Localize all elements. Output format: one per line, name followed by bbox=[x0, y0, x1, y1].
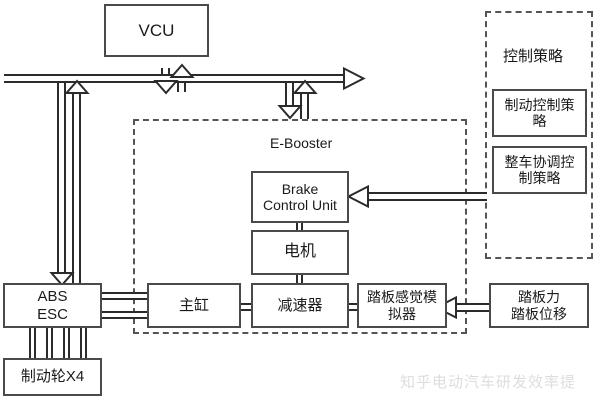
pedal-force-to-simulator-line bbox=[450, 303, 490, 312]
ebooster-group-boundary bbox=[133, 119, 467, 334]
brake-control-strategy-box[interactable]: 制动控制策 略 bbox=[492, 89, 587, 137]
master-cylinder-box[interactable]: 主缸 bbox=[147, 283, 241, 328]
abs-esc-label: ABS ESC bbox=[37, 288, 68, 323]
vehicle-coordination-strategy-label: 整车协调控 制策略 bbox=[504, 153, 575, 186]
pedal-force-travel-box[interactable]: 踏板力 踏板位移 bbox=[489, 283, 589, 328]
reducer-box[interactable]: 减速器 bbox=[251, 283, 349, 328]
master-cylinder-to-abs-line-lower bbox=[101, 311, 159, 319]
pedal-feel-simulator-box[interactable]: 踏板感觉模 拟器 bbox=[357, 283, 447, 328]
master-cylinder-label: 主缸 bbox=[178, 296, 209, 314]
bus-to-abs-line bbox=[57, 83, 66, 277]
vcu-box[interactable]: VCU bbox=[104, 4, 209, 57]
ebooster-to-bus-arrowhead bbox=[292, 79, 318, 94]
abs-to-wheel-line-1 bbox=[29, 327, 36, 359]
reducer-label: 减速器 bbox=[277, 296, 323, 314]
bus-to-abs-arrowhead bbox=[49, 272, 75, 287]
brake-control-unit-label: Brake Control Unit bbox=[263, 180, 337, 213]
can-bus-arrowhead bbox=[343, 66, 366, 91]
pedal-force-travel-label: 踏板力 踏板位移 bbox=[511, 289, 567, 322]
vcu-label: VCU bbox=[138, 20, 175, 40]
control-strategy-group-boundary bbox=[485, 11, 593, 259]
master-cylinder-to-abs-line-upper bbox=[101, 292, 159, 300]
ebooster-group-label: E-Booster bbox=[270, 135, 333, 151]
reducer-to-simulator-line bbox=[348, 303, 360, 311]
vehicle-coordination-strategy-box[interactable]: 整车协调控 制策略 bbox=[492, 146, 587, 194]
strategy-to-bcu-line bbox=[362, 192, 487, 201]
bus-to-vcu-line bbox=[177, 76, 186, 92]
pedal-feel-simulator-label: 踏板感觉模 拟器 bbox=[367, 289, 437, 322]
abs-esc-box[interactable]: ABS ESC bbox=[3, 283, 102, 328]
motor-label: 电机 bbox=[283, 243, 316, 261]
control-strategy-title: 控制策略 bbox=[503, 48, 564, 65]
abs-to-wheel-line-4 bbox=[80, 327, 87, 359]
master-cylinder-to-reducer-line bbox=[240, 303, 260, 311]
brake-control-unit-box[interactable]: Brake Control Unit bbox=[251, 171, 349, 223]
motor-box[interactable]: 电机 bbox=[251, 230, 349, 275]
bus-to-vcu-arrowhead bbox=[169, 63, 195, 78]
abs-to-wheel-line-3 bbox=[63, 327, 70, 359]
strategy-to-bcu-arrowhead bbox=[346, 184, 369, 209]
abs-to-bus-line bbox=[72, 92, 81, 284]
bus-to-ebooster-arrowhead bbox=[277, 105, 303, 120]
abs-to-wheel-line-2 bbox=[46, 327, 53, 359]
brake-control-strategy-label: 制动控制策 略 bbox=[504, 96, 575, 129]
vcu-to-bus-arrowhead bbox=[153, 80, 179, 95]
watermark: 知乎电动汽车研发效率提 bbox=[400, 374, 577, 391]
brake-wheels-label: 制动轮X4 bbox=[20, 368, 85, 386]
abs-to-bus-arrowhead bbox=[64, 79, 90, 94]
motor-to-reducer-line bbox=[296, 274, 303, 283]
bus-to-ebooster-line bbox=[285, 83, 294, 108]
brake-wheels-box[interactable]: 制动轮X4 bbox=[3, 358, 102, 396]
bcu-to-motor-line bbox=[296, 222, 303, 231]
